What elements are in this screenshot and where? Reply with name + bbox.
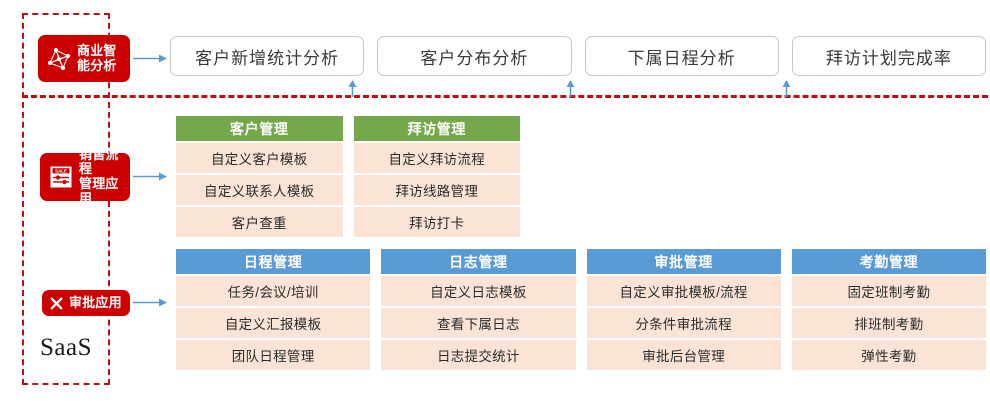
platform-name-saas: SaaS [40, 334, 92, 361]
sidebar-badge-label: 商业智 能分析 [77, 42, 117, 73]
feature-item[interactable]: 自定义日志模板 [381, 276, 576, 306]
sidebar-badge-approval-app[interactable]: 审批应用 [42, 290, 130, 316]
connector-arrow-up-1 [348, 80, 357, 97]
feature-item[interactable]: 团队日程管理 [176, 340, 371, 370]
feature-column-customer-management: 客户管理 自定义客户模板 自定义联系人模板 客户查重 [176, 116, 343, 237]
analysis-button-visit-plan-completion[interactable]: 拜访计划完成率 [791, 36, 986, 76]
feature-item[interactable]: 自定义汇报模板 [176, 308, 371, 338]
feature-item[interactable]: 自定义联系人模板 [176, 175, 343, 205]
feature-group-sales-process: 客户管理 自定义客户模板 自定义联系人模板 客户查重 拜访管理 自定义拜访流程 … [176, 116, 520, 237]
analysis-button-subordinate-schedule[interactable]: 下属日程分析 [584, 36, 779, 76]
feature-group-approval-apps: 日程管理 任务/会议/培训 自定义汇报模板 团队日程管理 日志管理 自定义日志模… [176, 249, 986, 370]
connector-arrow-approval [133, 298, 167, 307]
connector-arrow-up-3 [782, 80, 791, 97]
connector-arrow-up-2 [566, 80, 575, 97]
feature-column-approval-management: 审批管理 自定义审批模板/流程 分条件审批流程 审批后台管理 [586, 249, 781, 370]
feature-column-header[interactable]: 客户管理 [176, 116, 343, 141]
feature-column-header[interactable]: 审批管理 [586, 249, 781, 274]
feature-item[interactable]: 查看下属日志 [381, 308, 576, 338]
feature-item[interactable]: 固定班制考勤 [791, 276, 986, 306]
feature-item[interactable]: 分条件审批流程 [586, 308, 781, 338]
feature-item[interactable]: 自定义客户模板 [176, 143, 343, 173]
feature-column-visit-management: 拜访管理 自定义拜访流程 拜访线路管理 拜访打卡 [353, 116, 520, 237]
feature-column-attendance-management: 考勤管理 固定班制考勤 排班制考勤 弹性考勤 [791, 249, 986, 370]
horizontal-dashed-divider [22, 95, 988, 98]
feature-item[interactable]: 拜访打卡 [353, 207, 520, 237]
sidebar-badge-label: 审批应用 [69, 294, 122, 310]
feature-item[interactable]: 审批后台管理 [586, 340, 781, 370]
sidebar-badge-sales-process[interactable]: SALE 销售流程 管理应用 [40, 147, 130, 205]
sale-document-icon: SALE [50, 166, 72, 188]
network-graph-icon [47, 47, 71, 70]
feature-item[interactable]: 客户查重 [176, 207, 343, 237]
feature-item[interactable]: 自定义审批模板/流程 [586, 276, 781, 306]
analysis-button-customer-distribution[interactable]: 客户分布分析 [377, 36, 572, 76]
feature-item[interactable]: 排班制考勤 [791, 308, 986, 338]
feature-item[interactable]: 日志提交统计 [381, 340, 576, 370]
feature-item[interactable]: 自定义拜访流程 [353, 143, 520, 173]
feature-column-header[interactable]: 考勤管理 [791, 249, 986, 274]
svg-text:SALE: SALE [55, 169, 67, 174]
cross-mark-icon [50, 297, 63, 309]
feature-item[interactable]: 弹性考勤 [791, 340, 986, 370]
sidebar-badge-business-intelligence[interactable]: 商业智 能分析 [38, 35, 130, 82]
connector-arrow-sales [133, 172, 167, 181]
feature-column-header[interactable]: 拜访管理 [353, 116, 520, 141]
analysis-button-customer-growth[interactable]: 客户新增统计分析 [170, 36, 365, 76]
analysis-button-bar: 客户新增统计分析 客户分布分析 下属日程分析 拜访计划完成率 [170, 36, 986, 76]
feature-column-schedule-management: 日程管理 任务/会议/培训 自定义汇报模板 团队日程管理 [176, 249, 371, 370]
feature-column-header[interactable]: 日志管理 [381, 249, 576, 274]
feature-column-log-management: 日志管理 自定义日志模板 查看下属日志 日志提交统计 [381, 249, 576, 370]
feature-column-header[interactable]: 日程管理 [176, 249, 371, 274]
feature-item[interactable]: 拜访线路管理 [353, 175, 520, 205]
feature-item[interactable]: 任务/会议/培训 [176, 276, 371, 306]
sidebar-badge-label: 销售流程 管理应用 [79, 146, 119, 206]
connector-arrow-bi [133, 54, 167, 63]
